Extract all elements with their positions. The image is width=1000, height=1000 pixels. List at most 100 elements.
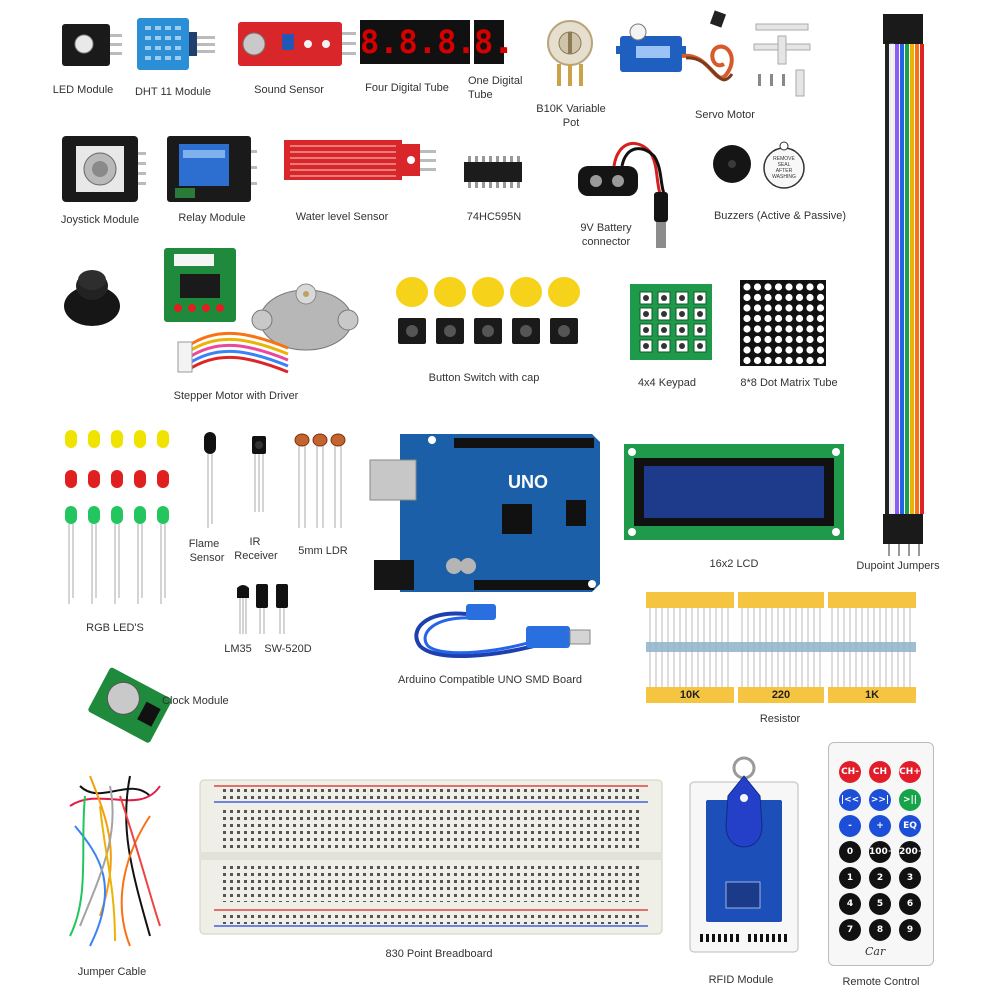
uno-board-label: Arduino Compatible UNO SMD Board xyxy=(397,674,583,686)
led-module-icon xyxy=(62,24,122,66)
rfid-module xyxy=(689,756,799,953)
remote-key-5[interactable]: 5 xyxy=(869,893,891,915)
remote-key-vol-up[interactable]: + xyxy=(869,815,891,837)
dht11-icon xyxy=(137,18,215,70)
usb-cable xyxy=(406,600,592,662)
potentiometer-icon xyxy=(547,20,593,86)
lcd-16x2 xyxy=(624,444,844,540)
lm35-icon xyxy=(237,585,249,634)
sound-sensor-label: Sound Sensor xyxy=(254,84,324,96)
dot-matrix-label: 8*8 Dot Matrix Tube xyxy=(740,377,838,389)
battery-connector xyxy=(578,140,674,252)
stepper-motor xyxy=(177,276,360,378)
b10k-pot xyxy=(545,18,595,90)
remote-key-ch-plus[interactable]: CH+ xyxy=(899,761,921,783)
rgb-leds xyxy=(62,428,172,608)
four-digit-tube: 8.8.8.8. xyxy=(360,20,514,64)
jumper-cable-bundle xyxy=(60,766,170,956)
sound-sensor xyxy=(238,22,356,66)
sw520d-sensor xyxy=(256,584,290,636)
relay-module xyxy=(167,136,257,202)
resistor-strips xyxy=(646,592,916,704)
clock-module-icon xyxy=(88,667,172,743)
ir-receiver xyxy=(250,434,268,514)
joystick-module xyxy=(62,136,146,202)
remote-key-play-pause[interactable]: >|| xyxy=(899,789,921,811)
keypad-4x4 xyxy=(630,284,712,360)
remote-key-prev[interactable]: |<< xyxy=(839,789,861,811)
remote-key-6[interactable]: 6 xyxy=(899,893,921,915)
ic-chip-icon xyxy=(464,156,522,188)
button-switches xyxy=(394,274,582,348)
keypad-icon xyxy=(630,284,712,360)
ldr-icon xyxy=(294,433,346,528)
remote-key-7[interactable]: 7 xyxy=(839,919,861,941)
tilt-switch-icon xyxy=(256,584,288,634)
flame-sensor-label-2: Sensor xyxy=(189,552,225,564)
water-level-sensor-label: Water level Sensor xyxy=(295,211,389,223)
remote-key-next[interactable]: >>| xyxy=(869,789,891,811)
dupont-jumpers xyxy=(880,14,926,558)
led-module xyxy=(62,24,122,66)
remote-key-1[interactable]: 1 xyxy=(839,867,861,889)
dot-matrix-icon xyxy=(740,280,826,366)
joystick-module-icon xyxy=(62,136,146,202)
buzzers-label: Buzzers (Active & Passive) xyxy=(713,210,847,222)
usb-cable-icon xyxy=(414,604,591,658)
remote-key-2[interactable]: 2 xyxy=(869,867,891,889)
button-switch-icon xyxy=(396,277,580,344)
servo-motor-label: Servo Motor xyxy=(695,109,755,121)
one-digit-tube-label-1: One Digital xyxy=(468,75,523,87)
lcd-label: 16x2 LCD xyxy=(709,558,759,570)
resistor-value-10k: 10K xyxy=(646,687,734,703)
dht11-module xyxy=(137,18,217,70)
breadboard-label: 830 Point Breadboard xyxy=(385,948,493,960)
resistor-value-220: 220 xyxy=(738,687,824,703)
ic-74hc595n xyxy=(464,156,522,188)
buzzer-icon xyxy=(713,141,805,189)
remote-key-9[interactable]: 9 xyxy=(899,919,921,941)
stepper-motor-icon xyxy=(177,283,359,374)
water-level-sensor-icon xyxy=(284,140,436,180)
remote-key-4[interactable]: 4 xyxy=(839,893,861,915)
one-digit-tube: 8. xyxy=(474,20,513,64)
resistor-label: Resistor xyxy=(759,713,801,725)
rfid-module-label: RFID Module xyxy=(708,974,774,986)
keypad-label: 4x4 Keypad xyxy=(637,377,697,389)
ir-receiver-label-1: IR xyxy=(249,536,261,548)
remote-key-100-plus[interactable]: 100+ xyxy=(869,841,895,863)
ldr-sensors xyxy=(294,432,348,530)
dupont-jumpers-icon xyxy=(883,14,924,556)
sw520d-label: SW-520D xyxy=(264,643,312,655)
arduino-uno-icon xyxy=(369,434,600,592)
sound-sensor-icon xyxy=(238,22,356,66)
resistor-value-1k: 1K xyxy=(828,687,916,703)
relay-module-label: Relay Module xyxy=(178,212,246,224)
remote-key-3[interactable]: 3 xyxy=(899,867,921,889)
battery-connector-icon xyxy=(578,142,668,248)
rgb-leds-label: RGB LED'S xyxy=(86,622,144,634)
button-switch-label: Button Switch with cap xyxy=(428,372,540,384)
joystick-cap xyxy=(62,262,122,328)
b10k-pot-label-2: Pot xyxy=(562,117,580,129)
four-digit-tube-label: Four Digital Tube xyxy=(365,82,449,94)
joystick-module-label: Joystick Module xyxy=(60,214,140,226)
jumper-cable-icon xyxy=(69,775,161,947)
water-level-sensor xyxy=(284,140,436,180)
clock-module xyxy=(84,666,174,748)
remote-key-ch-minus[interactable]: CH- xyxy=(839,761,861,783)
remote-key-200-plus[interactable]: 200+ xyxy=(899,841,925,863)
remote-key-vol-down[interactable]: - xyxy=(839,815,861,837)
ir-receiver-label-2: Receiver xyxy=(234,550,278,562)
buzzer-sticker-text: REMOVE SEAL AFTER WASHING xyxy=(772,156,796,180)
b10k-pot-label-1: B10K Variable xyxy=(536,103,606,115)
stepper-driver-icon xyxy=(164,248,236,322)
remote-key-eq[interactable]: EQ xyxy=(899,815,921,837)
lm35-sensor xyxy=(236,584,250,636)
remote-key-8[interactable]: 8 xyxy=(869,919,891,941)
remote-key-ch[interactable]: CH xyxy=(869,761,891,783)
remote-key-0[interactable]: 0 xyxy=(839,841,861,863)
flame-sensor-icon xyxy=(204,432,216,528)
uno-logo-text: UNO xyxy=(508,472,548,492)
stepper-driver xyxy=(164,248,236,322)
